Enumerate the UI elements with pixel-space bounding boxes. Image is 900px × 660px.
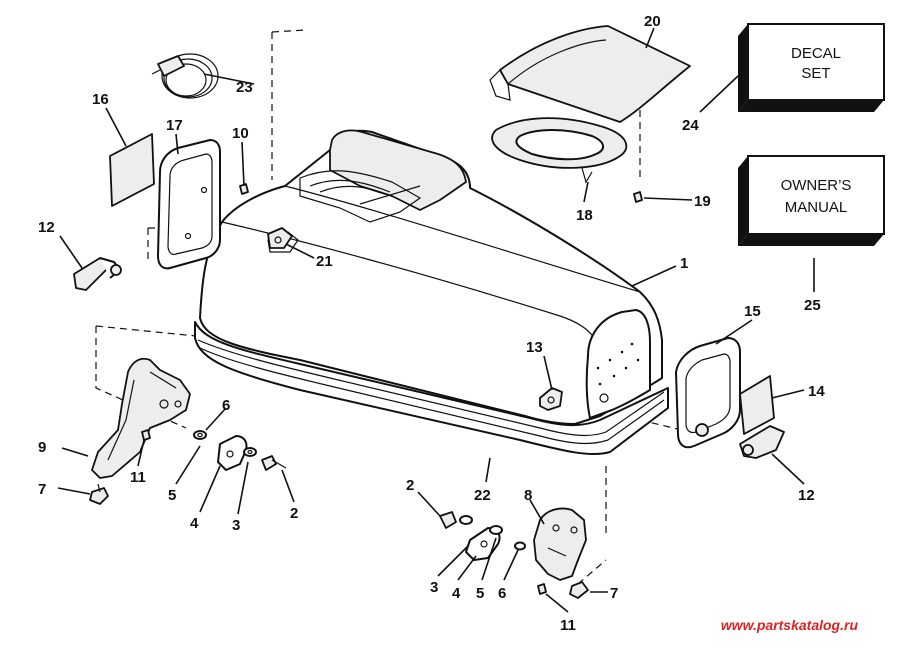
callout-11-left: 11	[130, 469, 146, 486]
top-cover-plate	[489, 25, 691, 123]
left-hardware	[89, 429, 287, 505]
watermark-text: www.partskatalog.ru	[721, 617, 859, 633]
callout-4-right: 4	[452, 585, 461, 602]
manual-box-line1: OWNER’S	[781, 177, 852, 194]
decal-set-box: DECAL SET	[738, 23, 885, 112]
right-latch	[739, 425, 785, 459]
callout-12-right: 12	[798, 487, 815, 504]
callout-5-left: 5	[168, 487, 176, 504]
callout-3-right: 3	[430, 579, 438, 596]
cable-coil	[151, 53, 219, 99]
callout-18: 18	[576, 207, 593, 224]
cover-seal-gasket	[491, 117, 628, 184]
callout-22: 22	[474, 487, 491, 504]
owners-manual-box: OWNER’S MANUAL	[738, 155, 885, 246]
callout-numbers: 1 20 23 16 17 10 12 21 18 19 24 25 13 15…	[38, 13, 825, 634]
right-hinge-bracket	[533, 507, 589, 599]
callout-1: 1	[680, 255, 688, 272]
callout-14: 14	[808, 383, 825, 400]
callout-16: 16	[92, 91, 109, 108]
callout-25: 25	[804, 297, 821, 314]
callout-7-left: 7	[38, 481, 46, 498]
left-vent-frame	[157, 139, 221, 270]
callout-9: 9	[38, 439, 46, 456]
callout-8: 8	[524, 487, 532, 504]
right-vent-insert	[739, 375, 775, 435]
callout-6-left: 6	[222, 397, 230, 414]
callout-17: 17	[166, 117, 183, 134]
callout-4-left: 4	[190, 515, 199, 532]
callout-6-right: 6	[498, 585, 506, 602]
callout-21: 21	[316, 253, 333, 270]
decal-box-line2: SET	[801, 65, 830, 82]
callout-24: 24	[682, 117, 699, 134]
right-vent-frame	[675, 337, 741, 449]
callout-10: 10	[232, 125, 249, 142]
callout-7-right: 7	[610, 585, 618, 602]
callout-13: 13	[526, 339, 543, 356]
left-hinge-bracket	[91, 357, 191, 479]
callout-19: 19	[694, 193, 711, 210]
decal-box-line1: DECAL	[791, 45, 841, 62]
callout-23: 23	[236, 79, 253, 96]
left-vent-insert	[109, 133, 155, 207]
left-latch	[73, 257, 122, 291]
callout-2-left: 2	[290, 505, 298, 522]
callout-11-right: 11	[560, 617, 576, 634]
callout-5-right: 5	[476, 585, 484, 602]
callout-2-right: 2	[406, 477, 414, 494]
leader-lines	[57, 27, 815, 613]
right-hardware	[439, 511, 526, 561]
callout-15: 15	[744, 303, 761, 320]
callout-12-left: 12	[38, 219, 55, 236]
callout-3-left: 3	[232, 517, 240, 534]
manual-box-line2: MANUAL	[785, 199, 848, 216]
callout-20: 20	[644, 13, 661, 30]
engine-cover	[194, 129, 669, 456]
